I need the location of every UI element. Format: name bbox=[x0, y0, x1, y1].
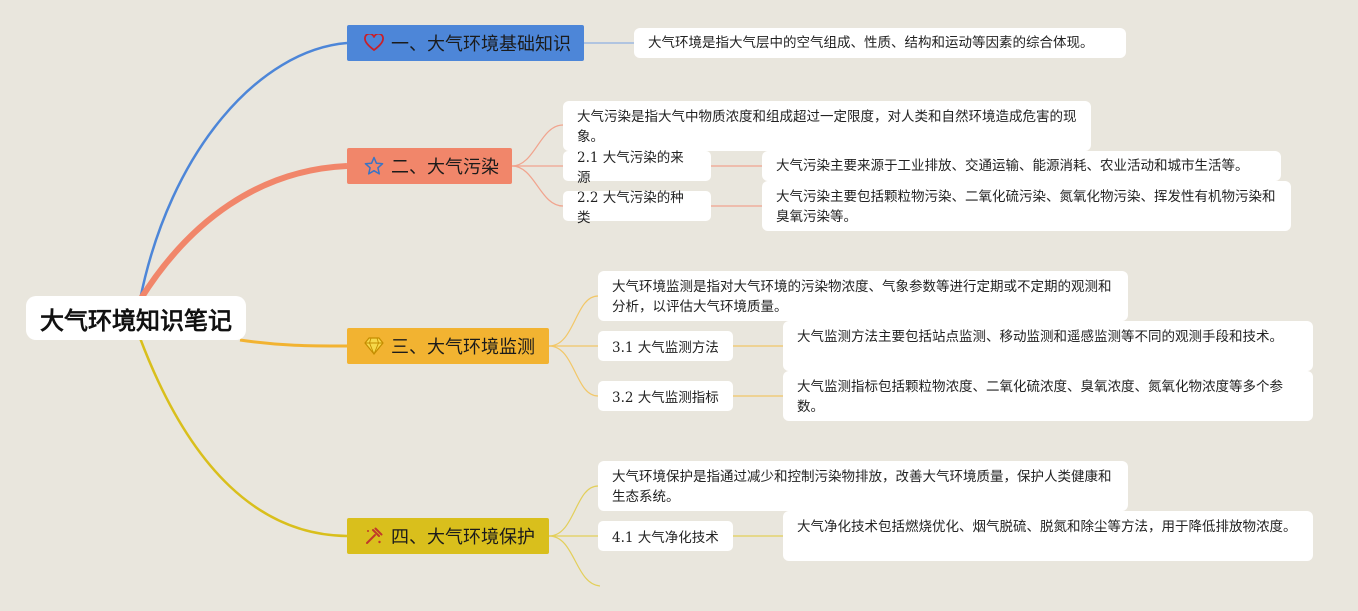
topic-monitoring[interactable]: 三、大气环境监测 bbox=[347, 328, 549, 364]
star-icon bbox=[363, 155, 385, 177]
root-topic[interactable]: 大气环境知识笔记 bbox=[26, 296, 246, 340]
note-protection-summary[interactable]: 大气环境保护是指通过减少和控制污染物排放，改善大气环境质量，保护人类健康和生态系… bbox=[598, 461, 1128, 511]
note-pollution-sources[interactable]: 大气污染主要来源于工业排放、交通运输、能源消耗、农业活动和城市生活等。 bbox=[762, 151, 1281, 181]
topic-pollution[interactable]: 二、大气污染 bbox=[347, 148, 512, 184]
branch-line-1 bbox=[138, 41, 348, 301]
topic-basics[interactable]: 一、大气环境基础知识 bbox=[347, 25, 584, 61]
branch-line-2 bbox=[137, 163, 348, 302]
subtopic-purification-tech[interactable]: 4.1 大气净化技术 bbox=[598, 521, 733, 551]
diamond-icon bbox=[363, 335, 385, 357]
subtopic-monitoring-indicators[interactable]: 3.2 大气监测指标 bbox=[598, 381, 733, 411]
note-monitoring-indicators[interactable]: 大气监测指标包括颗粒物浓度、二氧化硫浓度、臭氧浓度、氮氧化物浓度等多个参数。 bbox=[783, 371, 1313, 421]
heart-icon bbox=[363, 32, 385, 54]
root-title: 大气环境知识笔记 bbox=[40, 306, 232, 335]
note-monitoring-summary[interactable]: 大气环境监测是指对大气环境的污染物浓度、气象参数等进行定期或不定期的观测和分析，… bbox=[598, 271, 1128, 321]
topic-title: 二、大气污染 bbox=[391, 157, 499, 178]
note-pollution-summary[interactable]: 大气污染是指大气中物质浓度和组成超过一定限度，对人类和自然环境造成危害的现象。 bbox=[563, 101, 1091, 151]
topic-title: 四、大气环境保护 bbox=[391, 527, 535, 548]
topic-protection[interactable]: 四、大气环境保护 bbox=[347, 518, 549, 554]
note-monitoring-methods[interactable]: 大气监测方法主要包括站点监测、移动监测和遥感监测等不同的观测手段和技术。 bbox=[783, 321, 1313, 371]
branch-line-3 bbox=[239, 338, 348, 348]
subtopic-pollution-types[interactable]: 2.2 大气污染的种类 bbox=[563, 190, 711, 226]
hammer-icon bbox=[363, 525, 385, 547]
branch-line-4 bbox=[138, 337, 348, 538]
note-basics-summary[interactable]: 大气环境是指大气层中的空气组成、性质、结构和运动等因素的综合体现。 bbox=[634, 28, 1126, 58]
subtopic-monitoring-methods[interactable]: 3.1 大气监测方法 bbox=[598, 331, 733, 361]
note-purification-tech[interactable]: 大气净化技术包括燃烧优化、烟气脱硫、脱氮和除尘等方法，用于降低排放物浓度。 bbox=[783, 511, 1313, 561]
topic-title: 一、大气环境基础知识 bbox=[391, 34, 571, 55]
topic-title: 三、大气环境监测 bbox=[391, 337, 535, 358]
subtopic-pollution-sources[interactable]: 2.1 大气污染的来源 bbox=[563, 150, 711, 186]
note-pollution-types[interactable]: 大气污染主要包括颗粒物污染、二氧化硫污染、氮氧化物污染、挥发性有机物污染和臭氧污… bbox=[762, 181, 1291, 231]
